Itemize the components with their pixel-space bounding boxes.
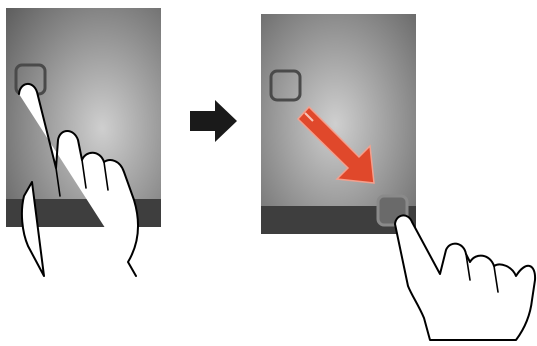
drag-arrow-detail xyxy=(304,112,314,122)
app-icon-origin-after xyxy=(269,69,302,102)
panel-before xyxy=(6,8,161,277)
hand-detail-after xyxy=(465,253,499,293)
hand-detail-before xyxy=(55,159,109,197)
right-arrow-icon xyxy=(190,100,237,142)
pointing-hand-before xyxy=(18,83,139,277)
panel-after xyxy=(261,14,537,341)
pointing-hand-after xyxy=(394,214,537,341)
diagonal-red-arrow-icon xyxy=(296,105,375,184)
